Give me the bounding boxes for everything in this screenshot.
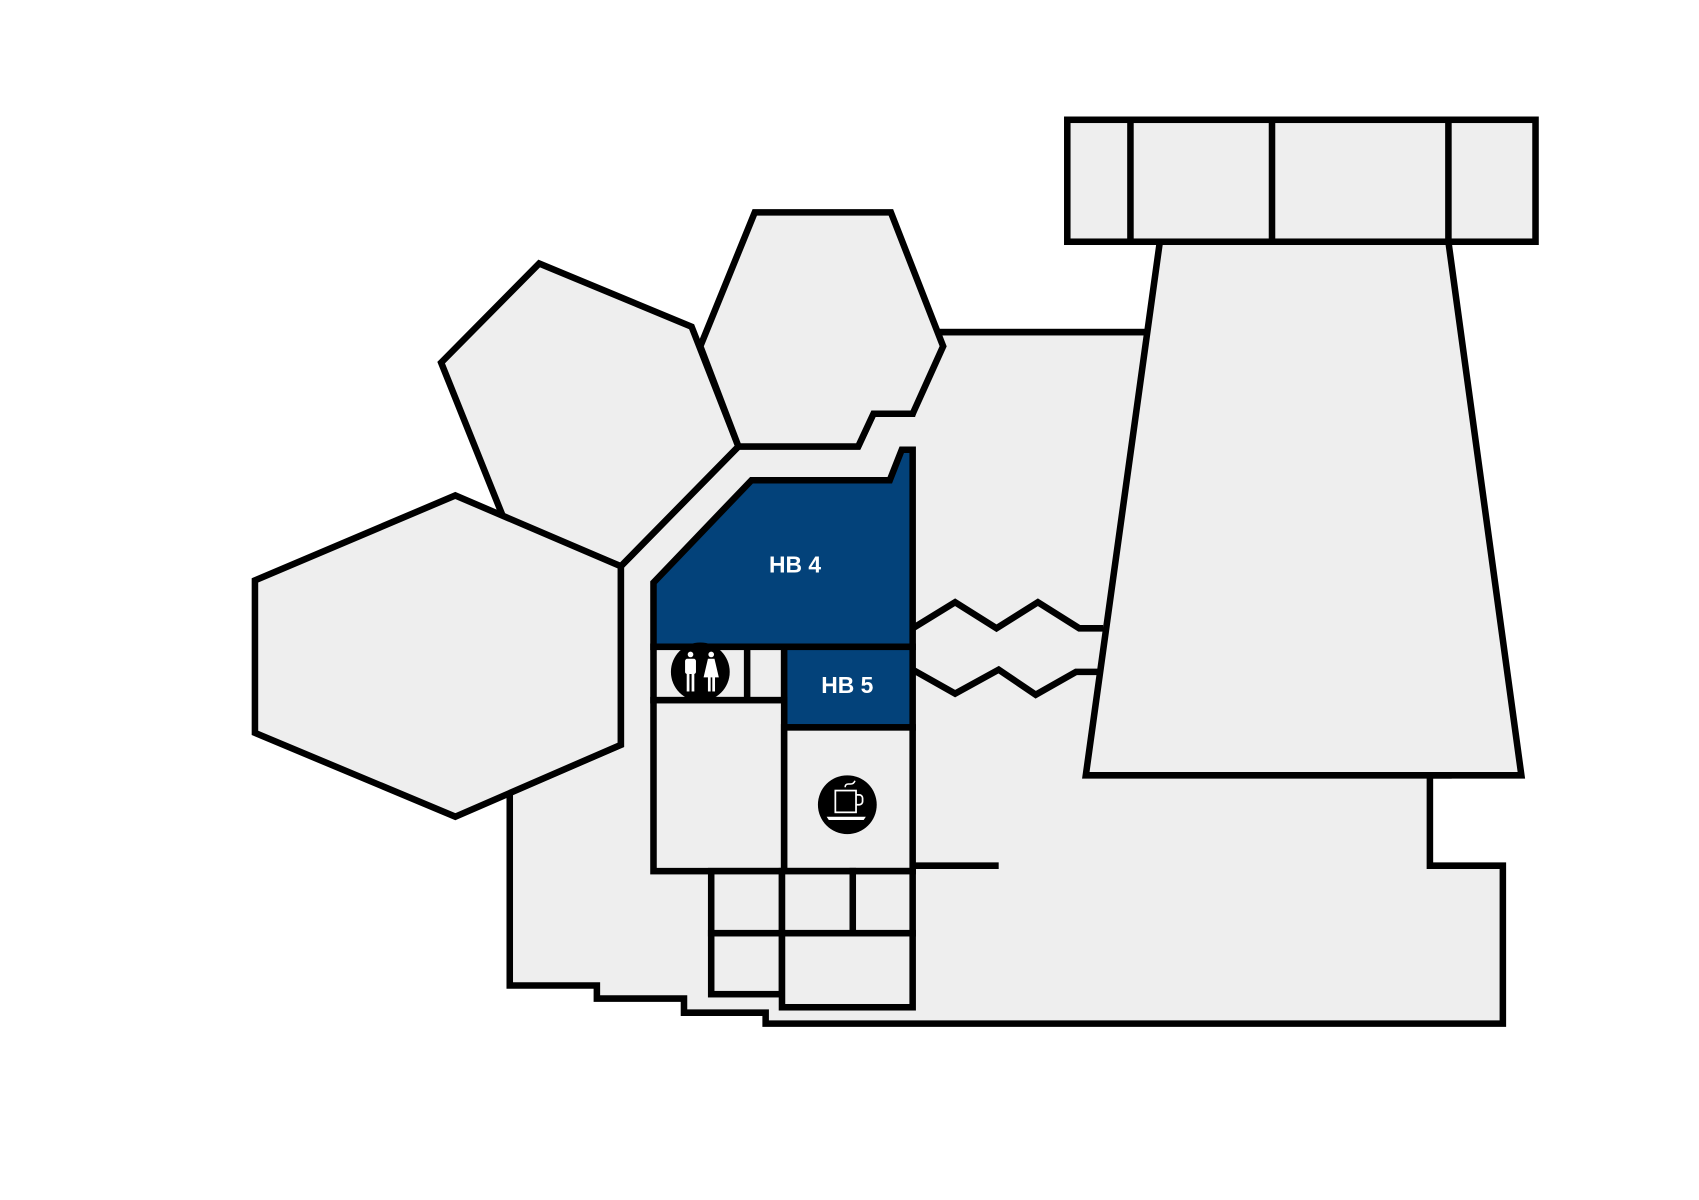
small-room[interactable] xyxy=(778,929,916,1011)
trapezoid-hall[interactable] xyxy=(1082,238,1526,779)
room-west[interactable] xyxy=(650,696,788,875)
small-room[interactable] xyxy=(707,929,786,998)
small-room[interactable] xyxy=(778,867,857,937)
bridge-wall-lower xyxy=(911,665,1098,699)
hb4-label: HB 4 xyxy=(769,551,821,577)
hb5-label: HB 5 xyxy=(821,672,873,698)
hexagon-building-left[interactable] xyxy=(251,491,625,821)
small-room[interactable] xyxy=(707,867,786,937)
coffee-cup-icon xyxy=(817,775,877,835)
top-room-block[interactable] xyxy=(1064,116,1539,246)
small-room[interactable] xyxy=(849,867,916,937)
restroom-icon xyxy=(670,642,730,702)
bridge-wall-upper xyxy=(910,598,1104,633)
hexagon-building-top[interactable] xyxy=(696,209,947,450)
